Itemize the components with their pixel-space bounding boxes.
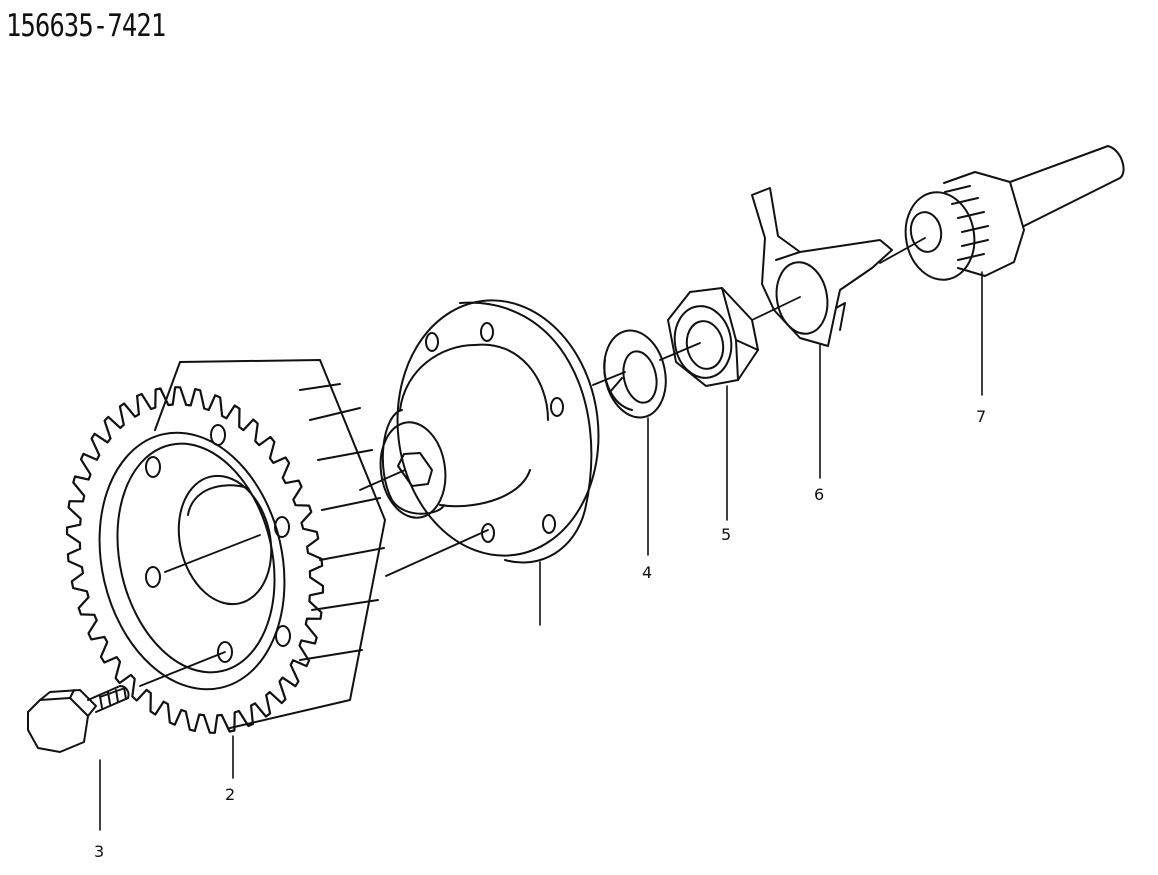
bolt [27,685,130,753]
lock-washer [603,329,667,419]
tab-lever [751,187,893,347]
axis-lines [99,237,926,698]
callout-label-6: 6 [814,485,824,504]
spur-gear [65,359,386,734]
callout-label-3: 3 [94,842,104,861]
flanged-hub [379,299,600,564]
callout-label-2: 2 [225,785,235,804]
part-number-title: 156635-7421 [6,8,166,44]
callout-label-5: 5 [721,525,731,544]
callout-label-7: 7 [976,407,986,426]
callout-label-4: 4 [642,563,652,582]
threaded-sleeve [904,145,1125,281]
leader-lines [99,271,983,831]
hex-nut [667,287,759,387]
